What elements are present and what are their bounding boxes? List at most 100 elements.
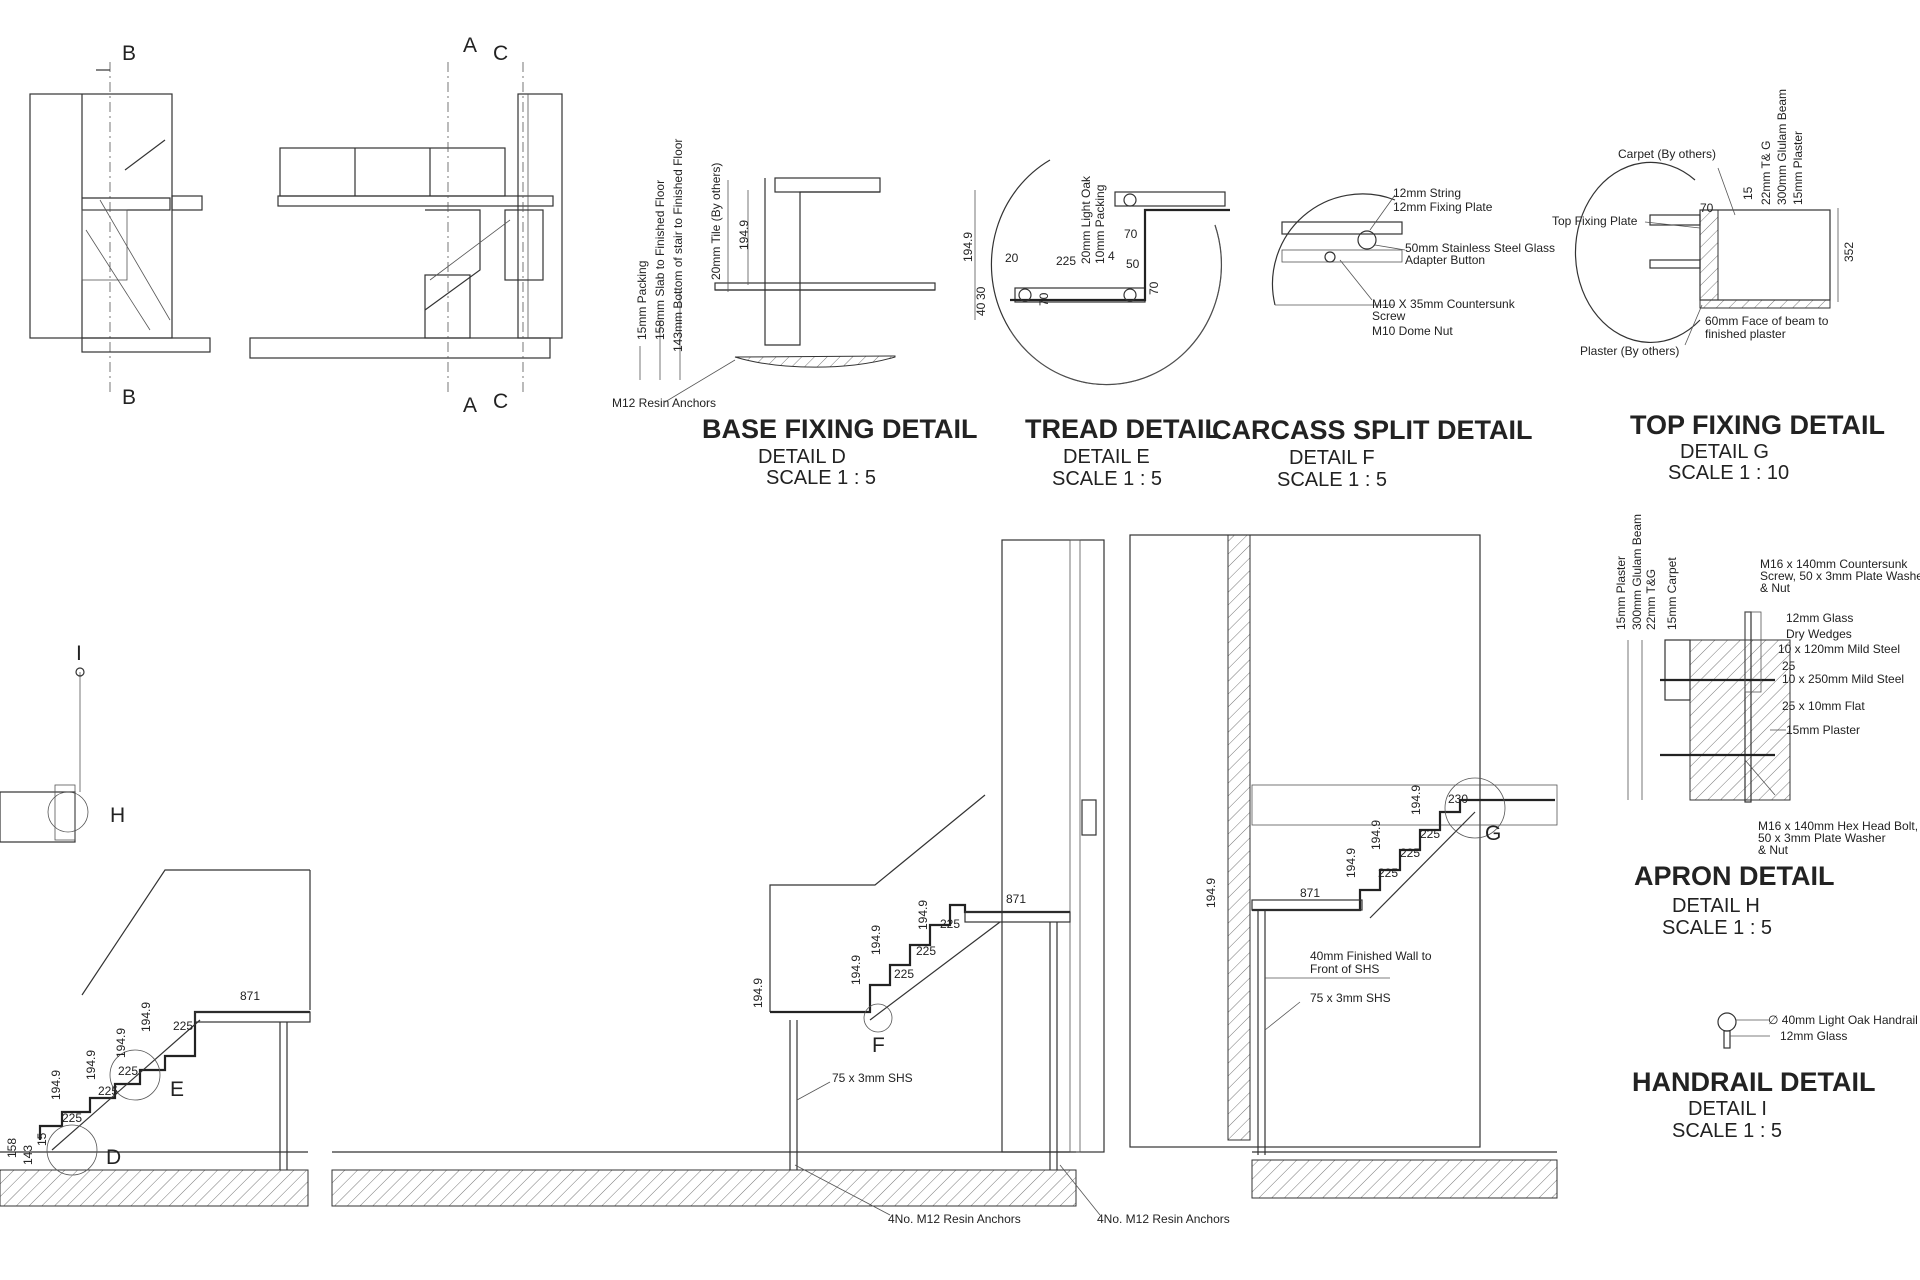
elevation-right-landing: 871 xyxy=(1300,886,1320,900)
elevation-right-rise-3: 194.9 xyxy=(1409,785,1423,815)
detail-g-face-1: 60mm Face of beam to xyxy=(1705,314,1829,328)
detail-e-d70c: 70 xyxy=(1037,292,1051,306)
detail-e-tread: 194.9 40 30 20 225 4 70 50 70 70 20mm Li… xyxy=(961,159,1230,490)
detail-e-rise: 194.9 xyxy=(961,232,975,262)
detail-g-name: DETAIL G xyxy=(1680,441,1769,463)
elevation-left-rise-2: 194.9 xyxy=(114,1028,128,1058)
detail-f-carcass-split: 12mm String 12mm Fixing Plate 50mm Stain… xyxy=(1212,186,1555,491)
detail-f-glass-button-2: Adapter Button xyxy=(1405,253,1485,267)
detail-f-glass-button-1: 50mm Stainless Steel Glass xyxy=(1405,241,1555,255)
detail-e-name: DETAIL E xyxy=(1063,446,1150,468)
detail-h-plaster-v: 15mm Plaster xyxy=(1614,556,1628,630)
elevation-right-going-3: 225 xyxy=(1420,827,1440,841)
elevation-right-going-2: 225 xyxy=(1400,846,1420,860)
detail-h-carpet-v: 15mm Carpet xyxy=(1665,557,1679,630)
detail-f-title: CARCASS SPLIT DETAIL xyxy=(1212,415,1533,445)
detail-f-scale: SCALE 1 : 5 xyxy=(1277,469,1387,491)
detail-e-oak: 20mm Light Oak xyxy=(1079,175,1093,264)
detail-h-d25: 25 xyxy=(1782,659,1796,673)
elevation-middle-rise-4: 194.9 xyxy=(751,978,765,1008)
detail-d-anchors-label: M12 Resin Anchors xyxy=(612,396,716,410)
elevation-left-d15: 15 xyxy=(35,1132,49,1146)
detail-i-name: DETAIL I xyxy=(1688,1098,1767,1120)
detail-h-bolt-1: M16 x 140mm Hex Head Bolt, xyxy=(1758,819,1918,833)
detail-d-tile-label: 20mm Tile (By others) xyxy=(709,163,723,280)
detail-g-carpet: Carpet (By others) xyxy=(1618,147,1716,161)
elevation-middle-going-3: 225 xyxy=(894,967,914,981)
elevation-left-going: 225 xyxy=(173,1019,193,1033)
detail-h-screw-3: & Nut xyxy=(1760,581,1791,595)
detail-g-d352: 352 xyxy=(1842,242,1856,262)
elevation-left-rise: 194.9 xyxy=(139,1002,153,1032)
elevation-marker-i: I xyxy=(76,642,82,665)
elevation-right-anchors: 4No. M12 Resin Anchors xyxy=(1097,1212,1230,1226)
detail-g-top-fixing: 352 Carpet (By others) Top Fixing Plate … xyxy=(1552,89,1885,484)
detail-e-packing: 10mm Packing xyxy=(1093,185,1107,264)
detail-h-title: APRON DETAIL xyxy=(1634,861,1835,891)
detail-h-glass: 12mm Glass xyxy=(1786,611,1853,625)
elevation-right-wall-1: 40mm Finished Wall to xyxy=(1310,949,1432,963)
detail-h-screw-2: Screw, 50 x 3mm Plate Washer xyxy=(1760,569,1920,583)
detail-e-d40: 40 xyxy=(974,302,988,316)
detail-g-d15: 15 xyxy=(1741,186,1755,200)
elevation-middle-shs: 75 x 3mm SHS xyxy=(832,1071,913,1085)
detail-f-string: 12mm String xyxy=(1393,186,1461,200)
elevation-marker-h: H xyxy=(110,804,125,827)
elevation-middle-going: 225 xyxy=(940,917,960,931)
plan-view-section-a-c: A C A C xyxy=(249,34,563,417)
elevation-middle-going-2: 225 xyxy=(916,944,936,958)
detail-g-scale: SCALE 1 : 10 xyxy=(1668,462,1789,484)
elevation-middle-rise-2: 194.9 xyxy=(869,925,883,955)
elevation-marker-g: G xyxy=(1485,822,1501,845)
detail-h-steel1: 10 x 120mm Mild Steel xyxy=(1778,642,1900,656)
detail-i-glass-label: 12mm Glass xyxy=(1780,1029,1847,1043)
detail-f-screw-1: M10 X 35mm Countersunk xyxy=(1372,297,1516,311)
detail-g-title: TOP FIXING DETAIL xyxy=(1630,410,1885,440)
section-mark-b-bottom: B xyxy=(122,386,136,409)
elevation-right-rise-4: 194.9 xyxy=(1204,878,1218,908)
elevation-right-d230: 230 xyxy=(1448,792,1468,806)
detail-f-name: DETAIL F xyxy=(1289,447,1375,469)
detail-f-screw-2: Screw xyxy=(1372,309,1406,323)
detail-f-fixing-plate: 12mm Fixing Plate xyxy=(1393,200,1493,214)
elevation-left-going-4: 225 xyxy=(62,1111,82,1125)
elevation-left-rise-3: 194.9 xyxy=(84,1050,98,1080)
elevation-left-rise-4: 194.9 xyxy=(49,1070,63,1100)
detail-g-d70: 70 xyxy=(1700,201,1714,215)
detail-h-name: DETAIL H xyxy=(1672,895,1760,917)
elevation-right-wall-2: Front of SHS xyxy=(1310,962,1379,976)
detail-e-d50: 50 xyxy=(1126,257,1140,271)
section-mark-b-top: B xyxy=(122,42,136,65)
elevation-marker-f: F xyxy=(872,1034,885,1057)
detail-e-d70a: 70 xyxy=(1124,227,1138,241)
detail-d-bottom-label: 143mm Bottom of stair to Finished Floor xyxy=(671,139,685,352)
elevation-middle-rise: 194.9 xyxy=(916,900,930,930)
elevation-marker-e: E xyxy=(170,1078,184,1101)
detail-h-wedges: Dry Wedges xyxy=(1786,627,1852,641)
detail-h-bolt-3: & Nut xyxy=(1758,843,1789,857)
elevation-right-going: 225 xyxy=(1378,866,1398,880)
detail-e-d30: 30 xyxy=(974,286,988,300)
section-mark-a-bottom: A xyxy=(463,394,477,417)
detail-d-slab-label: 158mm Slab to Finished Floor xyxy=(653,180,667,340)
elevation-left-d158: 158 xyxy=(5,1138,19,1158)
plan-view-section-b: B B xyxy=(29,42,211,409)
detail-d-base-fixing: 15mm Packing 158mm Slab to Finished Floo… xyxy=(612,139,978,489)
detail-i-handrail-label: ∅ 40mm Light Oak Handrail xyxy=(1768,1013,1918,1027)
detail-e-title: TREAD DETAIL xyxy=(1025,414,1221,444)
detail-h-screw-1: M16 x 140mm Countersunk xyxy=(1760,557,1908,571)
detail-h-plaster: 15mm Plaster xyxy=(1786,723,1860,737)
section-mark-c-top: C xyxy=(493,42,508,65)
elevation-right-shs: 75 x 3mm SHS xyxy=(1310,991,1391,1005)
detail-h-steel2: 10 x 250mm Mild Steel xyxy=(1782,672,1904,686)
elevation-left-going-2: 225 xyxy=(118,1064,138,1078)
detail-f-nut: M10 Dome Nut xyxy=(1372,324,1453,338)
detail-e-d225: 225 xyxy=(1056,254,1076,268)
detail-g-plate: Top Fixing Plate xyxy=(1552,214,1638,228)
detail-d-scale: SCALE 1 : 5 xyxy=(766,467,876,489)
elevation-middle-landing: 871 xyxy=(1006,892,1026,906)
elevation-middle-rise-3: 194.9 xyxy=(849,955,863,985)
detail-d-name: DETAIL D xyxy=(758,446,846,468)
elevation-middle-anchors: 4No. M12 Resin Anchors xyxy=(888,1212,1021,1226)
detail-d-title: BASE FIXING DETAIL xyxy=(702,414,978,444)
